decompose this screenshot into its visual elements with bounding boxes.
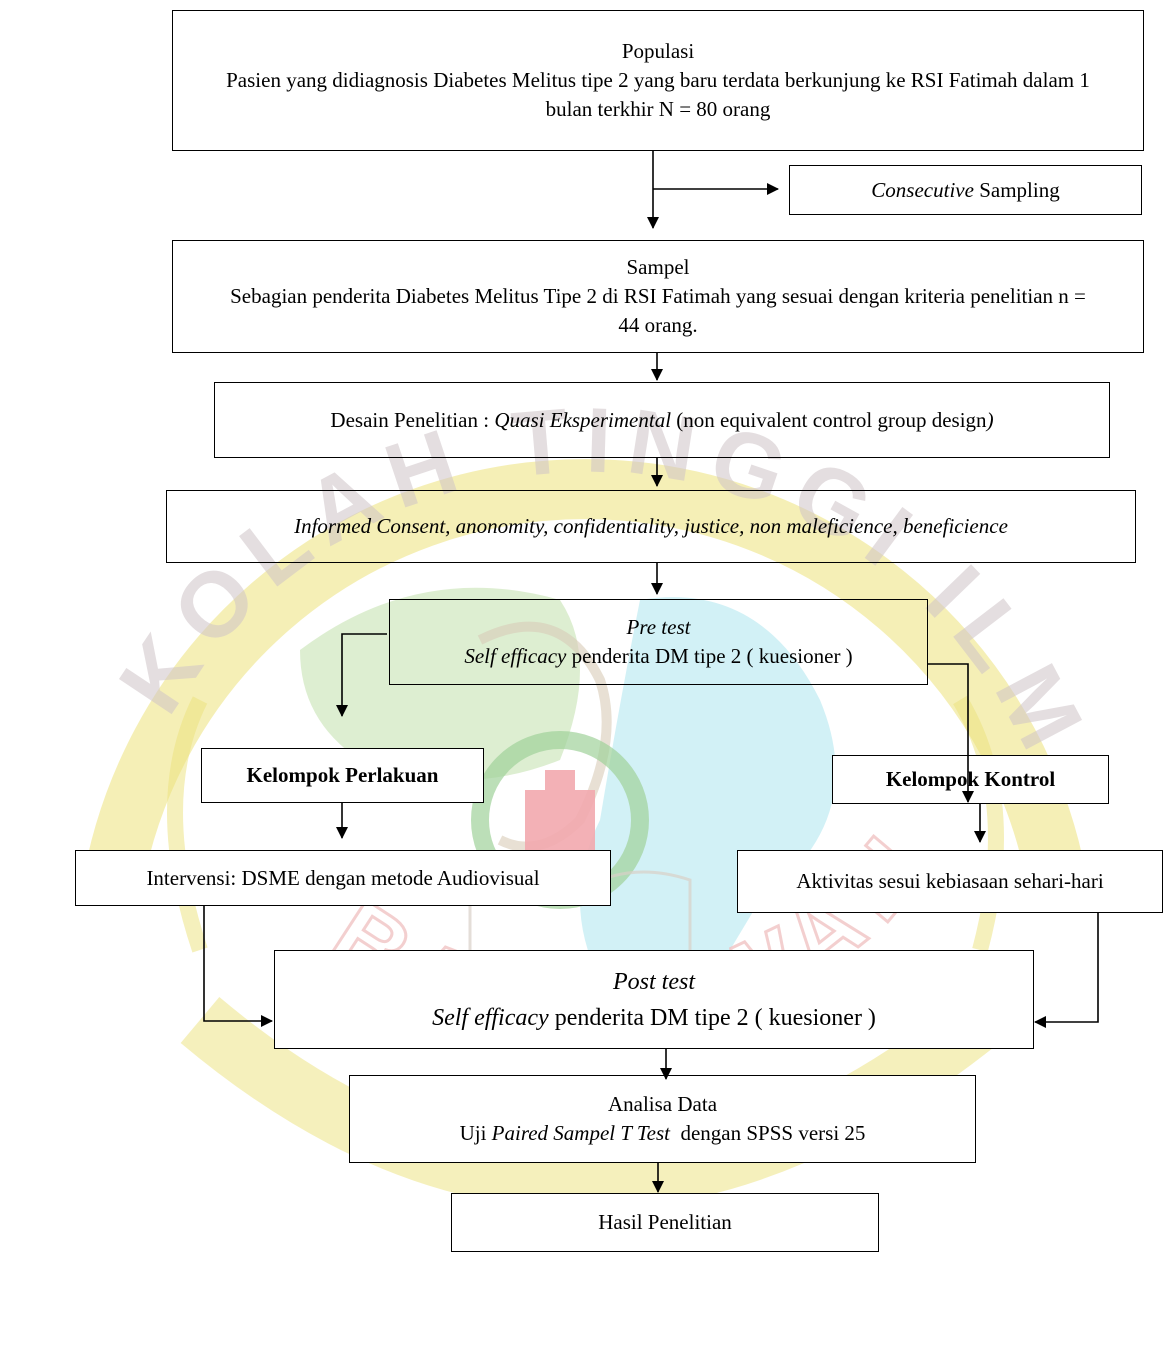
desain-label: Desain Penelitian : Quasi Eksperimental … (330, 407, 994, 432)
kontrol-label: Kelompok Kontrol (885, 767, 1056, 791)
intervensi-label: Intervensi: DSME dengan metode Audiovisu… (146, 865, 540, 890)
pretest-title: Pre test (626, 615, 691, 639)
analisa-title: Analisa Data (607, 1092, 718, 1116)
posttest-description: Self efficacy penderita DM tipe 2 ( kues… (432, 1004, 876, 1031)
sampling-label: Consecutive Sampling (871, 177, 1060, 202)
box-hasil-penelitian: Hasil Penelitian (451, 1193, 879, 1252)
aktivitas-label: Aktivitas sesui kebiasaan sehari-hari (796, 869, 1104, 893)
pretest-description: Self efficacy penderita DM tipe 2 ( kues… (464, 644, 853, 668)
posttest-title: Post test (613, 968, 695, 995)
box-populasi: Populasi Pasien yang didiagnosis Diabete… (172, 10, 1144, 151)
analisa-description: Uji Paired Sampel T Test dengan SPSS ver… (459, 1121, 866, 1145)
box-sampling: Consecutive Sampling (789, 165, 1142, 215)
box-desain-penelitian: Desain Penelitian : Quasi Eksperimental … (214, 382, 1110, 458)
populasi-description: Pasien yang didiagnosis Diabetes Melitus… (226, 68, 1090, 121)
populasi-title: Populasi (621, 39, 695, 63)
box-kelompok-kontrol: Kelompok Kontrol (832, 755, 1109, 804)
hasil-label: Hasil Penelitian (598, 1210, 732, 1234)
box-aktivitas: Aktivitas sesui kebiasaan sehari-hari (737, 850, 1163, 913)
perlakuan-label: Kelompok Perlakuan (246, 763, 439, 787)
box-sampel: Sampel Sebagian penderita Diabetes Melit… (172, 240, 1144, 353)
logo-water (580, 597, 836, 1000)
box-analisa-data: Analisa Data Uji Paired Sampel T Test de… (349, 1075, 976, 1163)
sampel-description: Sebagian penderita Diabetes Melitus Tipe… (230, 284, 1086, 337)
sampel-title: Sampel (626, 255, 690, 279)
box-kelompok-perlakuan: Kelompok Perlakuan (201, 748, 484, 803)
etika-label: Informed Consent, anonomity, confidentia… (294, 514, 1008, 538)
box-etika-penelitian: Informed Consent, anonomity, confidentia… (166, 490, 1136, 563)
box-intervensi: Intervensi: DSME dengan metode Audiovisu… (75, 850, 611, 906)
box-pre-test: Pre test Self efficacy penderita DM tipe… (389, 599, 928, 685)
box-post-test: Post test Self efficacy penderita DM tip… (274, 950, 1034, 1049)
